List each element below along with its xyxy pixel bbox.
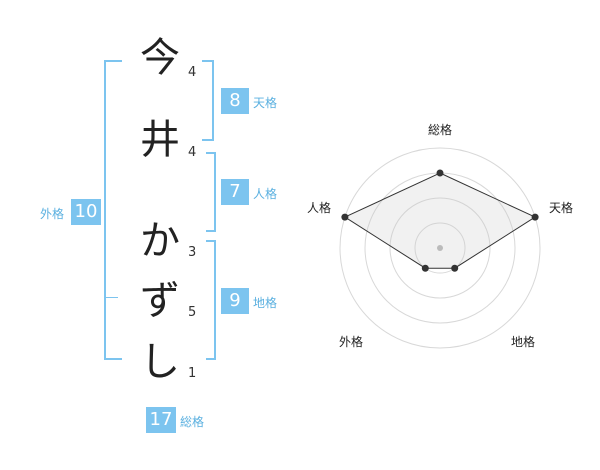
stroke-count-4: 5 — [188, 305, 197, 320]
gaikaku-bracket — [104, 60, 122, 360]
tenkaku-value: 8 — [221, 88, 249, 114]
radar-point-3 — [421, 264, 429, 272]
radar-axis-label-gaikaku: 外格 — [339, 335, 364, 349]
radar-point-0 — [436, 169, 444, 177]
gaikaku-bracket-tick — [104, 297, 118, 298]
soukaku-label: 総格 — [180, 415, 205, 429]
radar-point-1 — [531, 213, 539, 221]
radar-axis-label-jinkaku: 人格 — [307, 201, 332, 215]
soukaku-value: 17 — [146, 407, 176, 433]
jinkaku-value: 7 — [221, 179, 249, 205]
stroke-count-2: 4 — [188, 145, 197, 160]
tenkaku-label: 天格 — [253, 96, 278, 110]
chikaku-bracket — [206, 240, 216, 360]
chikaku-value: 9 — [221, 288, 249, 314]
radar-axis-label-chikaku: 地格 — [511, 335, 536, 349]
name-char-4: ず — [140, 278, 180, 324]
radar-axis-label-soukaku: 総格 — [428, 123, 453, 137]
tenkaku-bracket — [202, 60, 214, 141]
gaikaku-value: 10 — [71, 199, 101, 225]
radar-center-dot — [437, 245, 443, 251]
stroke-count-5: 1 — [188, 366, 197, 381]
radar-ring — [389, 197, 491, 299]
jinkaku-bracket — [206, 152, 216, 232]
name-char-3: か — [140, 218, 180, 264]
stroke-count-1: 4 — [188, 65, 197, 80]
chikaku-label: 地格 — [253, 296, 278, 310]
radar-point-4 — [341, 213, 349, 221]
stroke-count-3: 3 — [188, 245, 197, 260]
name-char-5: し — [140, 339, 180, 385]
radar-ring — [414, 222, 466, 274]
radar-point-2 — [451, 264, 459, 272]
gaikaku-label: 外格 — [40, 207, 65, 221]
name-char-1: 今 — [140, 35, 180, 81]
radar-series-polygon — [343, 172, 537, 269]
jinkaku-label: 人格 — [253, 187, 278, 201]
radar-axis-label-tenkaku: 天格 — [549, 201, 574, 215]
name-char-2: 井 — [140, 117, 180, 163]
